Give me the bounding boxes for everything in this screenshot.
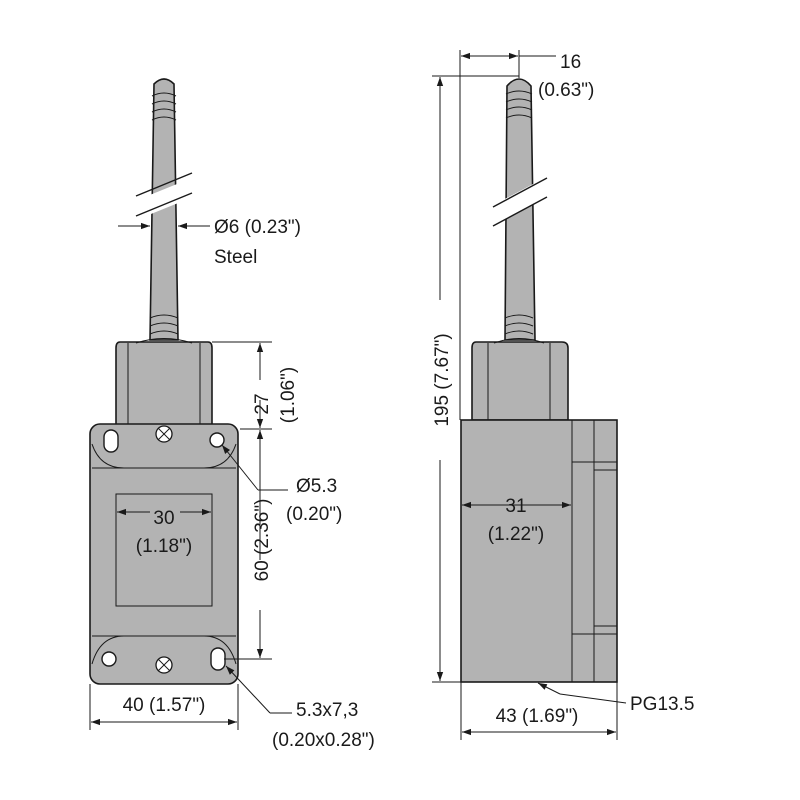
side-rod xyxy=(492,78,548,341)
rod-tip-in-label: (0.63") xyxy=(538,80,594,101)
hole-spacing-label: 60 (2.36") xyxy=(252,499,273,582)
head-height-in-label: (1.06") xyxy=(278,367,299,423)
rod-diameter-label: Ø6 (0.23") xyxy=(214,217,301,238)
rod-tip-mm-label: 16 xyxy=(560,52,581,73)
inner-width-in-label: (1.18") xyxy=(136,536,192,557)
mounting-slot-bottom-right xyxy=(210,647,226,671)
slot-size-in-label: (0.20x0.28") xyxy=(272,730,375,751)
head-height-mm-label: 27 xyxy=(252,393,273,414)
front-body xyxy=(89,423,239,685)
side-dimensions: 16 (0.63") 195 (7.67") 31 (1.22") PG13.5… xyxy=(432,50,694,740)
mounting-slot-top-left xyxy=(103,429,119,453)
body-width-label: 40 (1.57") xyxy=(123,695,206,716)
side-view xyxy=(460,78,618,683)
inner-width-mm-label: 30 xyxy=(153,508,174,529)
side-offset-mm-label: 31 xyxy=(505,496,526,517)
front-rod xyxy=(135,78,193,341)
front-view xyxy=(89,78,239,685)
total-height-label: 195 (7.67") xyxy=(432,333,453,426)
front-dimensions: Ø6 (0.23") Steel 27 (1.06") Ø5.3 (0.20")… xyxy=(89,217,375,751)
side-width-label: 43 (1.69") xyxy=(496,706,579,727)
hole-diameter-in-label: (0.20") xyxy=(286,504,342,525)
rod-material-label: Steel xyxy=(214,247,257,268)
front-head xyxy=(115,341,213,429)
mounting-hole-bottom-left xyxy=(101,651,117,667)
slot-size-mm-label: 5.3x7,3 xyxy=(296,700,358,721)
mounting-hole-top-right xyxy=(209,432,225,448)
side-offset-in-label: (1.22") xyxy=(488,524,544,545)
conduit-label: PG13.5 xyxy=(630,694,694,715)
hole-diameter-mm-label: Ø5.3 xyxy=(296,476,337,497)
side-body xyxy=(460,419,618,683)
side-head xyxy=(471,341,569,421)
screw-bottom xyxy=(155,656,173,674)
screw-top xyxy=(155,425,173,443)
